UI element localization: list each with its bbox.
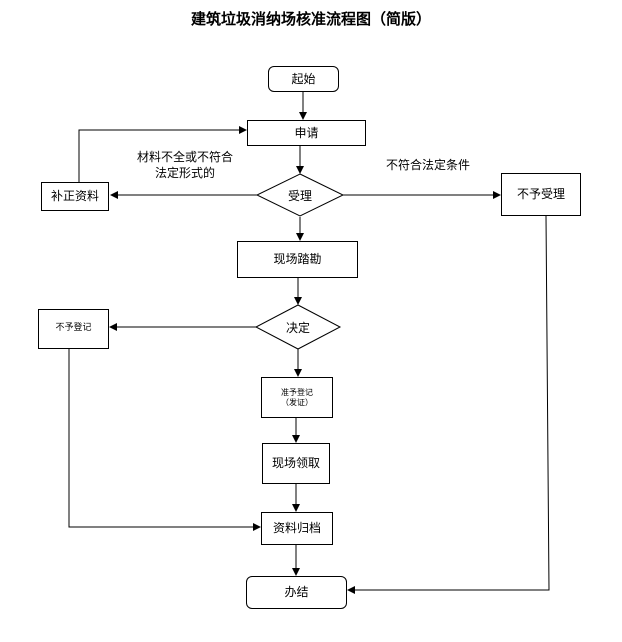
node-reject-register: 不予登记 (38, 309, 109, 349)
edge-label-incomplete-line1: 材料不全或不符合 (136, 150, 233, 164)
node-approve-register: 准予登记 （发证） (261, 377, 333, 418)
edge-label-incomplete-line2: 法定形式的 (154, 166, 215, 181)
node-start: 起始 (268, 66, 339, 92)
edge-label-incomplete: 材料不全或不符合 法定形式的 (126, 149, 244, 181)
node-collect: 现场领取 (262, 443, 330, 484)
edge-reject-accept-finish (347, 215, 550, 594)
decision-accept-shape (255, 173, 345, 217)
edge-label-not-qualified: 不符合法定条件 (385, 158, 470, 172)
node-decide-label: 决定 (285, 320, 310, 335)
node-approve-register-line2: （发证） (281, 397, 313, 407)
node-survey: 现场踏勘 (237, 241, 358, 278)
edge-reject-register-archive (68, 349, 261, 531)
node-archive: 资料归档 (261, 512, 333, 545)
edge-supplement-apply (78, 126, 247, 182)
node-finish: 办结 (246, 576, 347, 609)
node-apply: 申请 (247, 120, 366, 146)
node-accept-label: 受理 (287, 188, 312, 203)
node-reject-accept: 不予受理 (501, 173, 581, 216)
node-approve-register-line1: 准予登记 (281, 387, 313, 397)
chart-title: 建筑垃圾消纳场核准流程图（简版） (190, 10, 431, 28)
node-supplement: 补正资料 (41, 182, 109, 211)
decision-decide-shape (254, 304, 342, 350)
